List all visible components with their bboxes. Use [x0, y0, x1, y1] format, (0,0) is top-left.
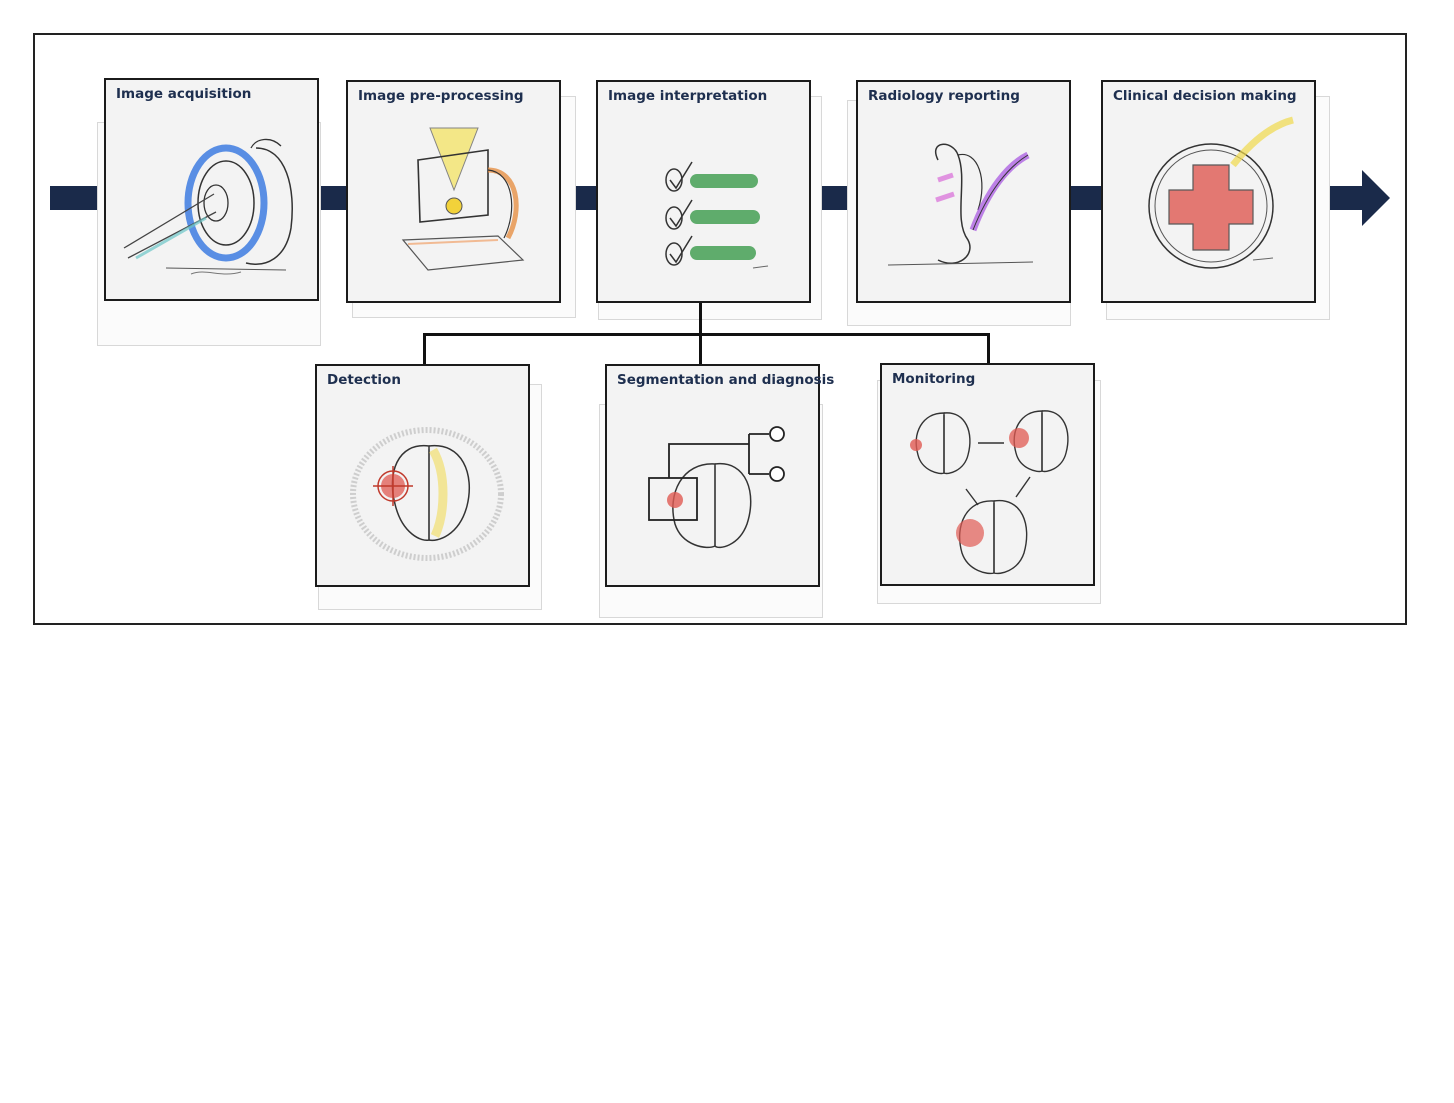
connector-line	[423, 333, 426, 364]
flow-arrow-head-icon	[1326, 170, 1390, 226]
stage-card-image-acquisition: Image acquisition	[104, 78, 319, 301]
stage-title: Image acquisition	[116, 86, 252, 102]
stage-card-image-interpretation: Image interpretation	[596, 80, 811, 303]
connector-line	[423, 333, 990, 336]
red-cross-icon	[1148, 116, 1294, 269]
brain-segmentation-icon	[648, 426, 785, 549]
task-card-segmentation-and-diagnosis: Segmentation and diagnosis	[605, 364, 834, 587]
flow-arrow-segment	[50, 186, 98, 210]
task-title: Monitoring	[892, 371, 976, 387]
task-title: Detection	[327, 372, 401, 388]
flow-arrow-segment	[820, 186, 848, 210]
task-card-detection: Detection	[315, 364, 530, 587]
task-card-monitoring: Monitoring	[880, 363, 1095, 586]
brain-monitoring-icon	[910, 410, 1069, 575]
brain-target-icon	[350, 427, 504, 561]
scroll-quill-icon	[887, 143, 1034, 266]
connector-line	[987, 333, 990, 364]
stage-title: Clinical decision making	[1113, 88, 1297, 104]
task-title: Segmentation and diagnosis	[617, 372, 835, 388]
stage-title: Radiology reporting	[868, 88, 1020, 104]
flow-arrow-segment	[572, 186, 598, 210]
stage-card-radiology-reporting: Radiology reporting	[856, 80, 1071, 303]
image-processing-icon	[401, 127, 525, 271]
checklist-icon	[665, 161, 769, 269]
flow-arrow-segment	[1070, 186, 1106, 210]
mri-scanner-icon	[123, 138, 293, 275]
stage-title: Image interpretation	[608, 88, 768, 104]
stage-title: Image pre-processing	[358, 88, 524, 104]
stage-card-clinical-decision-making: Clinical decision making	[1101, 80, 1316, 303]
stage-card-image-pre-processing: Image pre-processing	[346, 80, 561, 303]
